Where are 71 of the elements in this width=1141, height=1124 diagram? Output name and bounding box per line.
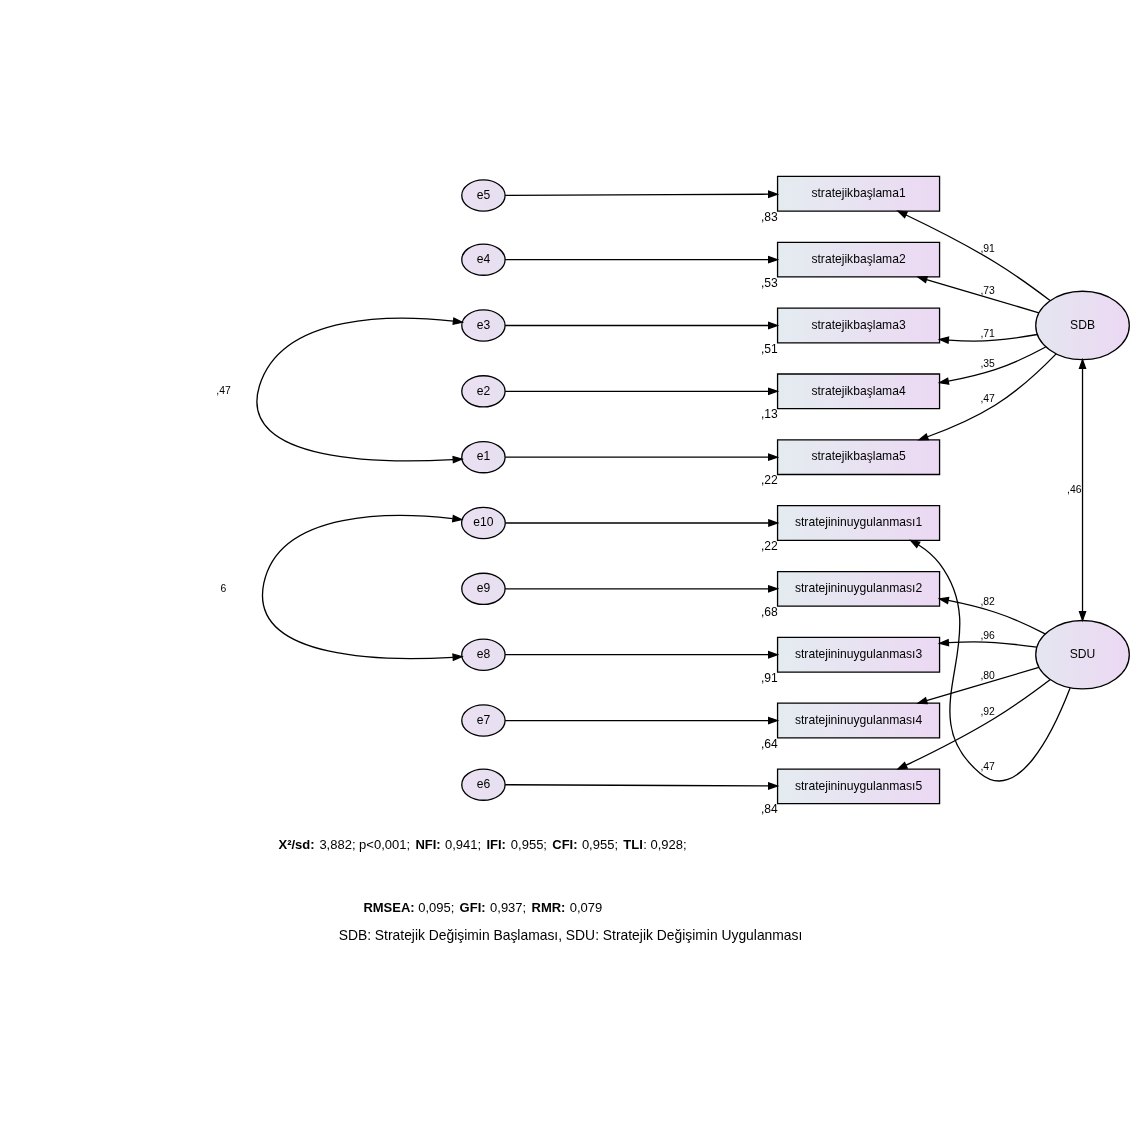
node-ellipse: e2 [461, 375, 506, 408]
arrow [896, 210, 1051, 302]
edge-label: ,47 [980, 393, 995, 405]
arrow [504, 519, 780, 527]
node-label: ,22 [760, 473, 778, 488]
arrow [504, 716, 780, 725]
edge-label: ,96 [980, 629, 995, 641]
edge-label: ,73 [980, 284, 995, 296]
node-label: ,64 [760, 736, 778, 751]
arrow [504, 190, 780, 199]
arrow [504, 782, 780, 790]
node-ellipse: SDB [1035, 290, 1130, 361]
arrow [504, 650, 780, 659]
node-box: stratejikbaşlama4 [776, 373, 941, 410]
node-box: stratejininuygulanması1 [776, 505, 941, 541]
node-ellipse: e3 [461, 309, 506, 342]
arrow [916, 666, 1040, 705]
node-ellipse: e4 [461, 243, 506, 276]
node-ellipse: e7 [461, 704, 506, 737]
arrow [937, 333, 1038, 345]
arrow [504, 453, 780, 462]
arrow [262, 514, 464, 662]
node-ellipse: e1 [461, 440, 506, 474]
node-box: stratejininuygulanması2 [776, 570, 941, 607]
edge-label: ,82 [980, 595, 995, 607]
node-ellipse: e5 [461, 179, 506, 212]
edge-label: ,46 [1067, 483, 1082, 495]
node-label: ,13 [760, 407, 778, 422]
edge-label: 6 [220, 582, 227, 594]
arrow [909, 539, 1071, 782]
node-box: stratejininuygulanması3 [776, 636, 941, 673]
edge-label: ,71 [980, 328, 995, 340]
label: X²/sd: 3,882; p<0,001; NFI: 0,941; IFI: 0,955; CFI: 0,955; TLI: 0,928; [278, 837, 687, 853]
arrow [256, 317, 465, 464]
arrow [917, 353, 1057, 441]
arrow [504, 387, 780, 396]
arrow [916, 275, 1040, 314]
arrow [504, 255, 780, 264]
node-box: stratejikbaşlama2 [776, 241, 941, 278]
arrow [937, 346, 1047, 385]
node-label: ,83 [760, 209, 778, 224]
node-box: stratejikbaşlama1 [776, 175, 941, 212]
arrow [504, 321, 780, 330]
arrow [504, 584, 780, 593]
edge-label: ,47 [980, 761, 995, 773]
arrow [1078, 357, 1087, 623]
arrow [937, 596, 1046, 635]
node-box: stratejininuygulanması4 [776, 702, 941, 739]
node-ellipse: SDU [1035, 619, 1130, 690]
edge-label: ,80 [980, 669, 995, 681]
node-ellipse: e10 [460, 506, 506, 540]
node-box: stratejininuygulanması5 [776, 768, 941, 805]
edge-label: ,35 [980, 357, 995, 369]
label: RMSEA: 0,095; GFI: 0,937; RMR: 0,079 [363, 899, 603, 915]
edge-label: ,92 [980, 706, 995, 717]
node-label: ,51 [760, 341, 778, 356]
node-ellipse: e8 [461, 638, 506, 671]
node-label: ,68 [760, 604, 778, 619]
node-label: ,91 [760, 670, 778, 685]
edge-label: ,91 [980, 242, 995, 254]
arrow [937, 638, 1038, 648]
node-box: stratejikbaşlama5 [776, 439, 941, 476]
node-ellipse: e9 [461, 572, 506, 606]
node-ellipse: e6 [461, 768, 506, 801]
node-label: ,22 [760, 539, 778, 554]
arrow [896, 679, 1051, 770]
edge-label: ,47 [216, 385, 231, 397]
node-label: ,84 [760, 802, 778, 817]
caption: SDB: Stratejik Değişimin Başlaması, SDU: Stratejik Değişimin Uygulanması [338, 926, 803, 943]
node-label: ,53 [760, 275, 778, 290]
node-box: stratejikbaşlama3 [776, 307, 941, 344]
